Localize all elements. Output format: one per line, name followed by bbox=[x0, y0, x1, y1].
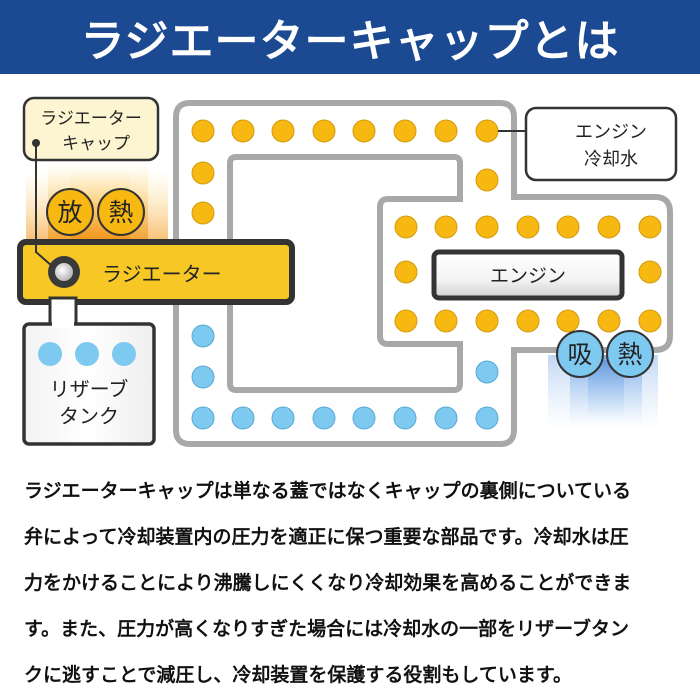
badge-char-heat: 熱 bbox=[617, 340, 642, 369]
description-line: ラジエーターキャップは単なる蓋ではなくキャップの裏側についている bbox=[24, 480, 632, 502]
engine-coolant-label-line1: エンジン bbox=[575, 122, 647, 143]
heat-absorb-badge: 吸 熱 bbox=[556, 330, 654, 378]
description-line: クに逃すことで減圧し、冷却装置を保護する役割もしています。 bbox=[24, 664, 572, 686]
badge-char-absorb: 吸 bbox=[567, 340, 592, 369]
badge-char-heat: 熱 bbox=[108, 198, 133, 227]
reserve-tank-label-line1: リザーブ bbox=[50, 377, 129, 401]
cooling-system-diagram: ラジエーター リザーブ タンク ラジエーター キャップ 放 熱 エンジン bbox=[0, 76, 700, 466]
engine-label: エンジン bbox=[490, 265, 566, 287]
engine: エンジン bbox=[431, 249, 625, 301]
heat-release-glow bbox=[26, 160, 168, 242]
radiator-cap-label-line2: キャップ bbox=[62, 134, 130, 154]
engine-coolant-callout: エンジン 冷却水 bbox=[498, 106, 678, 182]
radiator-cap-icon bbox=[48, 256, 80, 288]
coolant-pipe-inner bbox=[227, 154, 463, 393]
cool-coolant-dots bbox=[191, 324, 499, 430]
reserve-tank: リザーブ タンク bbox=[22, 296, 156, 446]
description-line: 力をかけることにより沸騰しにくくなり冷却効果を高めることができま bbox=[24, 572, 632, 594]
reserve-tank-dots bbox=[38, 342, 136, 366]
description-paragraph: ラジエーターキャップは単なる蓋ではなくキャップの裏側についている 弁によって冷却… bbox=[24, 468, 684, 698]
engine-coolant-label-line2: 冷却水 bbox=[584, 149, 638, 170]
radiator-cap-label-line1: ラジエーター bbox=[40, 109, 142, 129]
reserve-tank-label-line2: タンク bbox=[59, 404, 119, 428]
description-line: す。また、圧力が高くなりすぎた場合には冷却水の一部をリザーブタン bbox=[24, 618, 629, 640]
radiator-label: ラジエーター bbox=[102, 262, 222, 286]
radiator-cap-callout: ラジエーター キャップ bbox=[22, 96, 160, 267]
page-title: ラジエーターキャップとは bbox=[80, 16, 620, 67]
heat-release-badge: 放 熱 bbox=[46, 188, 145, 236]
badge-char-release: 放 bbox=[57, 198, 82, 227]
description-line: 弁によって冷却装置内の圧力を適正に保つ重要な部品です。冷却水は圧 bbox=[24, 526, 629, 548]
title-banner: ラジエーターキャップとは bbox=[0, 0, 700, 74]
radiator: ラジエーター bbox=[17, 239, 295, 305]
hot-coolant-dots bbox=[191, 119, 662, 333]
